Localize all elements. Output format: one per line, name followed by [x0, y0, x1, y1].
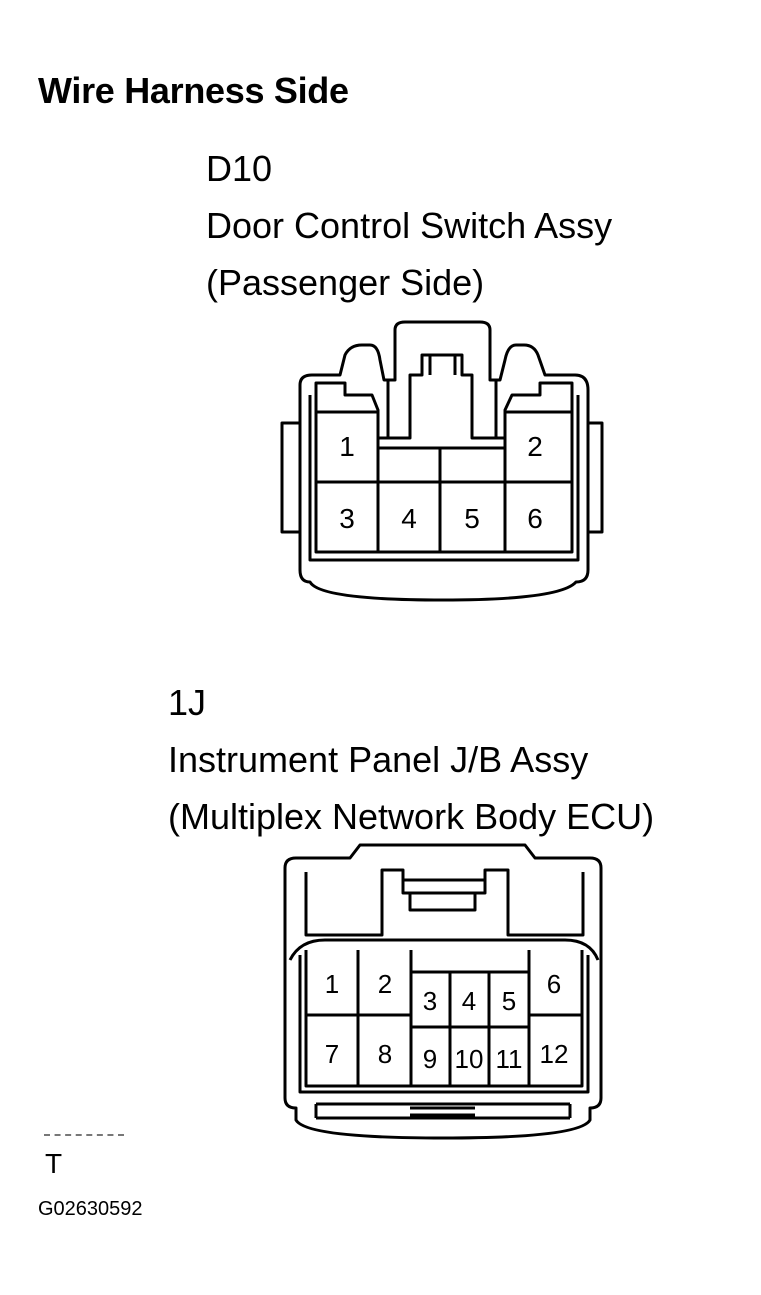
pin-label: 11	[496, 1044, 523, 1074]
pin-label: 5	[464, 503, 480, 534]
pin-label: 3	[339, 503, 355, 534]
pin-label: 2	[527, 431, 543, 462]
pin-label: 8	[378, 1039, 392, 1069]
footer-mark: T	[45, 1148, 63, 1179]
pin-label: 7	[325, 1039, 339, 1069]
divider-line	[44, 1134, 124, 1136]
connector-name: Door Control Switch Assy	[206, 205, 613, 246]
connector-d10-label: D10 Door Control Switch Assy (Passenger …	[206, 140, 612, 311]
pin-label: 2	[378, 969, 392, 999]
pin-label: 9	[423, 1044, 437, 1074]
pin-label: 10	[455, 1044, 484, 1074]
pin-label: 1	[339, 431, 355, 462]
connector-name: Instrument Panel J/B Assy	[168, 739, 589, 780]
page-heading: Wire Harness Side	[38, 70, 349, 111]
connector-code: D10	[206, 148, 273, 189]
pin-label: 12	[540, 1039, 569, 1069]
pin-label: 1	[325, 969, 339, 999]
connector-location: (Passenger Side)	[206, 262, 485, 303]
pin-label: 3	[423, 986, 437, 1016]
pin-label: 4	[401, 503, 417, 534]
pin-label: 4	[462, 986, 476, 1016]
connector-code: 1J	[168, 682, 207, 723]
pin-label: 6	[547, 969, 561, 999]
figure-code: G02630592	[38, 1198, 143, 1220]
pin-label: 6	[527, 503, 543, 534]
pin-label: 5	[502, 986, 516, 1016]
connector-1j-label: 1J Instrument Panel J/B Assy (Multiplex …	[168, 674, 654, 845]
connector-location: (Multiplex Network Body ECU)	[168, 796, 655, 837]
